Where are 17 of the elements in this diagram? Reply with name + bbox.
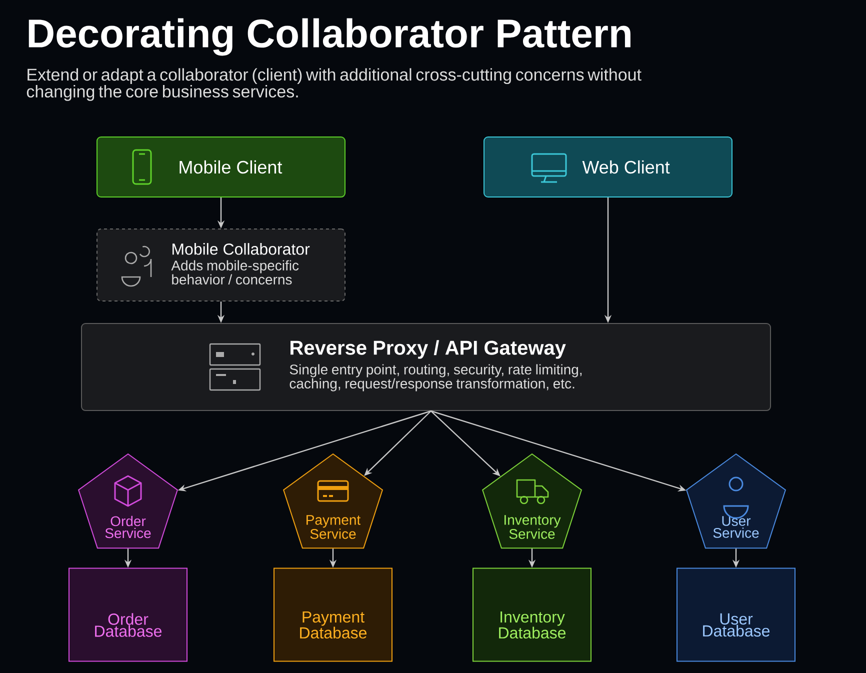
client-box: Mobile Collaborator Adds mobile-specific behavior / concerns: [96, 228, 346, 302]
monitor-icon: [531, 153, 567, 183]
phone-icon: [132, 149, 152, 185]
database-cylinder: User Database: [676, 568, 796, 662]
people-icon: [121, 246, 152, 287]
client-box: Mobile Client: [96, 136, 346, 198]
client-box: Web Client: [484, 136, 732, 198]
gateway-box: Reverse Proxy / API Gateway Single entry point, routing, security, rate limiting, caching, request/response transformation, etc.: [81, 323, 771, 411]
database-cylinder: Order Database: [68, 568, 188, 662]
database-cylinder: Inventory Database: [472, 568, 592, 662]
truck-icon: [516, 479, 549, 504]
credit-card-icon: [317, 480, 349, 502]
subtitle: Extend or adapt a collaborator (client) with additional cross-cutting concerns without changing the core business services.: [26, 68, 642, 101]
database-cylinder: Payment Database: [274, 568, 392, 662]
server-icon: [209, 343, 261, 391]
title: Decorating Collaborator Pattern: [28, 18, 630, 56]
cube-icon: [114, 475, 142, 507]
